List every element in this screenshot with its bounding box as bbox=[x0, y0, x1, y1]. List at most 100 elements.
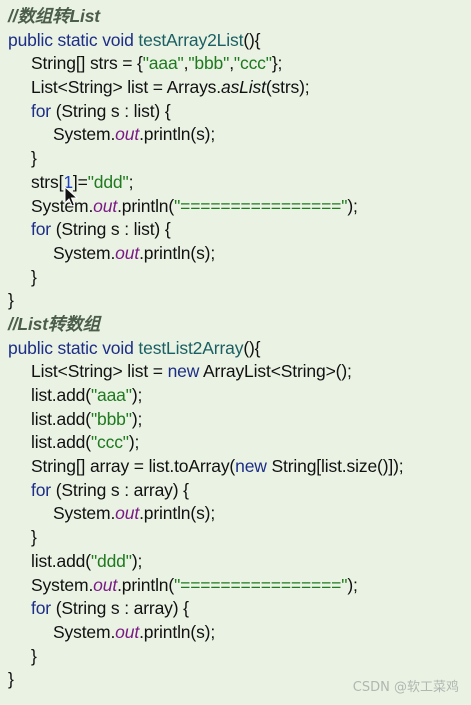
code-line: System.out.println(s); bbox=[0, 621, 471, 645]
code-token: new bbox=[235, 456, 267, 477]
code-token: .println(s); bbox=[139, 621, 216, 642]
code-token: ); bbox=[347, 574, 358, 595]
code-token: List<String> list = Arrays. bbox=[31, 77, 221, 98]
code-token: for bbox=[31, 100, 51, 121]
code-token: .println(s); bbox=[139, 503, 216, 524]
code-token: ); bbox=[131, 385, 143, 405]
code-token: System. bbox=[53, 124, 116, 145]
code-line: System.out.println(s); bbox=[0, 502, 471, 526]
code-token: (String s : array) { bbox=[50, 479, 189, 500]
code-token: ); bbox=[128, 432, 140, 453]
code-token: (String s : array) { bbox=[50, 598, 189, 619]
code-token: 1 bbox=[63, 171, 73, 192]
code-line: list.add("ccc"); bbox=[0, 431, 471, 455]
code-token: public static void bbox=[8, 337, 139, 358]
code-token: public static void bbox=[8, 29, 139, 50]
code-line: //List转数组 bbox=[0, 313, 471, 337]
code-token: .println(s); bbox=[139, 242, 216, 263]
code-line: List<String> list = new ArrayList<String… bbox=[0, 360, 471, 384]
code-token: String[list.size()]); bbox=[266, 456, 404, 477]
code-token: //数组转List bbox=[8, 6, 100, 26]
code-token: } bbox=[31, 148, 37, 169]
code-line: String[] array = list.toArray(new String… bbox=[0, 455, 471, 479]
code-line: } bbox=[0, 645, 471, 669]
code-token: testArray2List bbox=[138, 29, 244, 50]
code-token: System. bbox=[53, 503, 116, 524]
code-token: out bbox=[115, 242, 140, 263]
code-token: , bbox=[183, 53, 189, 74]
code-token: "================" bbox=[174, 195, 348, 216]
code-line: //数组转List bbox=[0, 5, 471, 29]
code-token: "ccc" bbox=[233, 53, 272, 74]
code-token: } bbox=[8, 290, 14, 311]
code-editor[interactable]: //数组转List public static void testArray2Li… bbox=[0, 5, 471, 692]
code-token: .println( bbox=[117, 195, 175, 216]
code-token: "aaa" bbox=[142, 53, 184, 74]
code-token: out bbox=[93, 195, 118, 216]
code-token: System. bbox=[31, 195, 94, 216]
code-token: (){ bbox=[243, 29, 261, 50]
code-token: "ddd" bbox=[87, 171, 129, 192]
code-token: testList2Array bbox=[138, 337, 244, 358]
code-token: }; bbox=[271, 53, 283, 74]
code-token: } bbox=[31, 645, 37, 666]
code-token: System. bbox=[31, 574, 94, 595]
code-token: new bbox=[167, 361, 200, 382]
code-line: String[] strs = {"aaa","bbb","ccc"}; bbox=[0, 52, 471, 76]
code-token: String[] array = list.toArray( bbox=[31, 456, 236, 477]
code-token: list.add( bbox=[31, 550, 91, 571]
code-token: .println(s); bbox=[139, 124, 216, 145]
watermark: CSDN @软工菜鸡 bbox=[352, 680, 459, 695]
code-token: "bbb" bbox=[188, 53, 230, 74]
code-line: strs[1]="ddd"; bbox=[0, 171, 471, 195]
code-token: } bbox=[31, 266, 37, 287]
code-token: list.add( bbox=[31, 408, 91, 429]
code-line: } bbox=[0, 147, 471, 171]
code-token: ); bbox=[347, 195, 358, 216]
code-token: "ccc" bbox=[90, 432, 129, 453]
code-token: out bbox=[115, 124, 140, 145]
code-token: System. bbox=[53, 621, 116, 642]
code-token: , bbox=[229, 53, 234, 74]
code-line: list.add("aaa"); bbox=[0, 384, 471, 408]
code-line: System.out.println("================"); bbox=[0, 195, 471, 219]
code-token: "bbb" bbox=[90, 408, 132, 429]
code-token: //List转数组 bbox=[8, 313, 100, 334]
code-token: List<String> list = bbox=[31, 361, 168, 382]
code-token: ); bbox=[131, 550, 143, 571]
code-token: (String s : list) { bbox=[50, 100, 171, 121]
code-token: (){ bbox=[243, 337, 261, 358]
code-token: ]= bbox=[72, 171, 88, 192]
code-token: for bbox=[31, 219, 51, 240]
code-token: "aaa" bbox=[90, 385, 132, 405]
code-line: System.out.println(s); bbox=[0, 123, 471, 147]
code-line: List<String> list = Arrays.asList(strs); bbox=[0, 76, 471, 100]
code-token: "ddd" bbox=[90, 550, 132, 571]
code-line: for (String s : list) { bbox=[0, 218, 471, 242]
code-token: } bbox=[31, 527, 37, 548]
code-token: for bbox=[31, 598, 51, 619]
code-token: "================" bbox=[174, 574, 348, 595]
code-line: System.out.println(s); bbox=[0, 242, 471, 266]
code-token: System. bbox=[53, 242, 116, 263]
code-token: String[] strs = { bbox=[31, 53, 143, 74]
code-line: } bbox=[0, 668, 471, 692]
code-line: for (String s : list) { bbox=[0, 100, 471, 124]
code-line: for (String s : array) { bbox=[0, 597, 471, 621]
code-token: strs[ bbox=[31, 171, 64, 192]
code-line: } bbox=[0, 289, 471, 313]
code-token: asList bbox=[221, 77, 266, 98]
code-token: } bbox=[8, 669, 14, 690]
code-line: System.out.println("================"); bbox=[0, 574, 471, 598]
code-token: out bbox=[93, 574, 118, 595]
code-token: list.add( bbox=[31, 432, 91, 453]
code-token: ); bbox=[131, 408, 143, 429]
code-token: .println( bbox=[117, 574, 175, 595]
code-line: for (String s : array) { bbox=[0, 479, 471, 503]
code-line: list.add("bbb"); bbox=[0, 408, 471, 432]
code-token: out bbox=[115, 621, 140, 642]
code-token: for bbox=[31, 479, 51, 500]
code-token: out bbox=[115, 503, 140, 524]
code-line: } bbox=[0, 526, 471, 550]
code-token: ArrayList<String>(); bbox=[199, 361, 352, 382]
